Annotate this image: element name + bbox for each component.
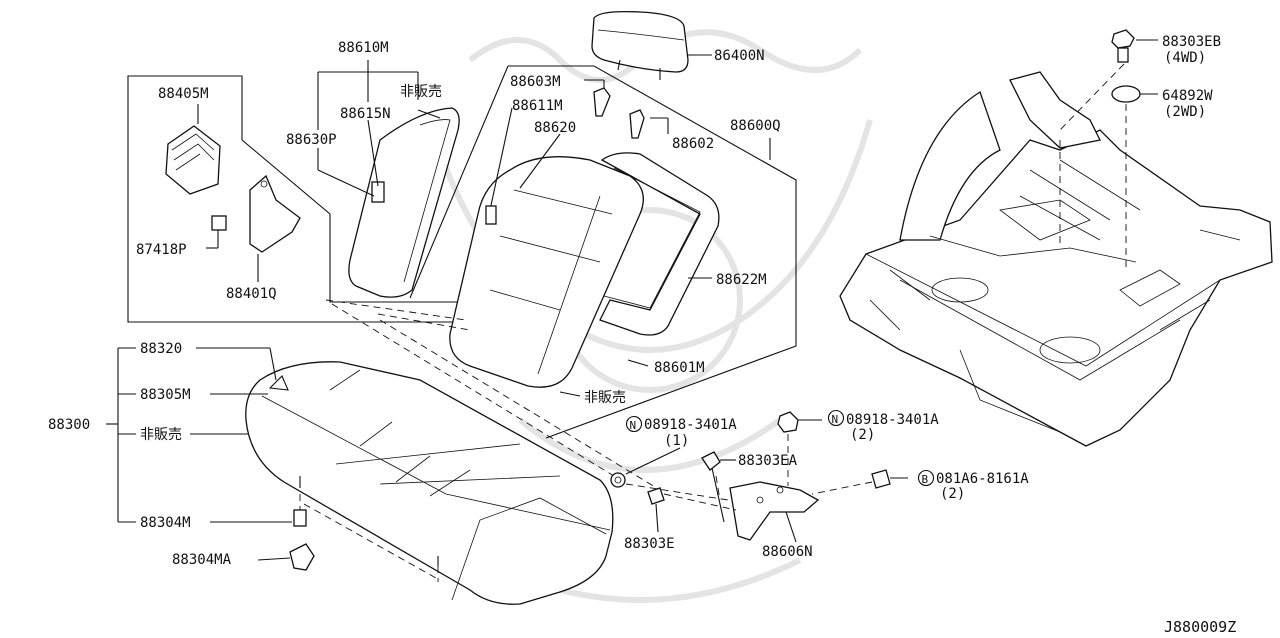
label-88615N: 88615N — [340, 106, 391, 122]
label-88622M: 88622M — [716, 272, 767, 288]
label-nfs-mid: 非販売 — [584, 390, 626, 406]
label-88303EB: 88303EB — [1162, 34, 1221, 50]
label-88600Q: 88600Q — [730, 118, 781, 134]
label-nut2: 08918-3401A — [846, 412, 939, 428]
label-88620: 88620 — [534, 120, 576, 136]
label-88304M: 88304M — [140, 515, 191, 531]
label-88601M: 88601M — [654, 360, 705, 376]
label-nfs-low: 非販売 — [140, 427, 182, 443]
clip-88304MA — [257, 543, 315, 571]
bolt-symbol-letter: B — [922, 473, 929, 486]
cushion-hooks — [268, 375, 439, 582]
label-bolt-qty: (2) — [940, 486, 965, 502]
seat-cushion — [245, 361, 614, 605]
label-88603M: 88603M — [510, 74, 561, 90]
label-88401Q: 88401Q — [226, 286, 277, 302]
label-88602: 88602 — [672, 136, 714, 152]
nut-symbol-1-letter: N — [630, 419, 637, 432]
label-88611M: 88611M — [512, 98, 563, 114]
label-88303EA: 88303EA — [738, 453, 798, 469]
seat-back-group-box — [409, 65, 797, 439]
label-64892W-note: (2WD) — [1164, 104, 1206, 120]
bolt-symbol — [917, 469, 935, 487]
label-64892W: 64892W — [1162, 88, 1213, 104]
label-88300: 88300 — [48, 417, 90, 433]
bolt-88303E — [647, 487, 665, 533]
nut-08918-1 — [610, 447, 681, 488]
nut-symbol-2-letter: N — [832, 413, 839, 426]
bolt-88303EB — [1059, 29, 1158, 244]
leader-nfs-mid — [559, 391, 581, 397]
dash-lines-hw — [625, 483, 737, 511]
headrest-part — [591, 10, 712, 80]
leader-88610M — [317, 60, 441, 197]
clip-88304M — [293, 509, 307, 527]
vehicle-floor-body — [839, 71, 1273, 447]
seat-back-cushion — [449, 156, 644, 388]
label-bolt: 081A6-8161A — [936, 471, 1029, 487]
seat-side-pad — [348, 107, 460, 298]
bracket-88606N — [729, 481, 820, 543]
leader-88300 — [106, 347, 292, 523]
drawing-number: J880009Z — [1164, 618, 1236, 636]
leader-88601M — [627, 359, 649, 367]
armrest-inset-box — [127, 75, 471, 323]
label-88305M: 88305M — [140, 387, 191, 403]
label-88303EB-note: (4WD) — [1164, 50, 1206, 66]
bolt-88303EA — [701, 451, 736, 523]
label-88405M: 88405M — [158, 86, 209, 102]
nut-symbol-2 — [827, 409, 845, 427]
label-87418P: 87418P — [136, 242, 187, 258]
label-88320: 88320 — [140, 341, 182, 357]
label-88606N: 88606N — [762, 544, 813, 560]
label-nut2-qty: (2) — [850, 427, 875, 443]
label-88630P: 88630P — [286, 132, 337, 148]
seat-back-frame — [599, 152, 720, 336]
plug-64892W — [1111, 85, 1158, 270]
label-nut1: 08918-3401A — [644, 417, 737, 433]
nut-symbol-1 — [625, 415, 643, 433]
nut-08918-2 — [777, 411, 822, 486]
label-nfs-top: 非販売 — [400, 84, 442, 100]
leader-88611M — [485, 107, 561, 225]
label-88304MA: 88304MA — [172, 552, 232, 568]
clip-88603M — [584, 79, 611, 117]
label-88303E: 88303E — [624, 536, 675, 552]
label-86400N: 86400N — [714, 48, 765, 64]
label-nut1-qty: (1) — [664, 433, 689, 449]
bolt-081A6 — [811, 469, 908, 495]
dash-lines-back — [325, 299, 661, 491]
clip-88602 — [629, 109, 669, 139]
label-88610M: 88610M — [338, 40, 389, 56]
